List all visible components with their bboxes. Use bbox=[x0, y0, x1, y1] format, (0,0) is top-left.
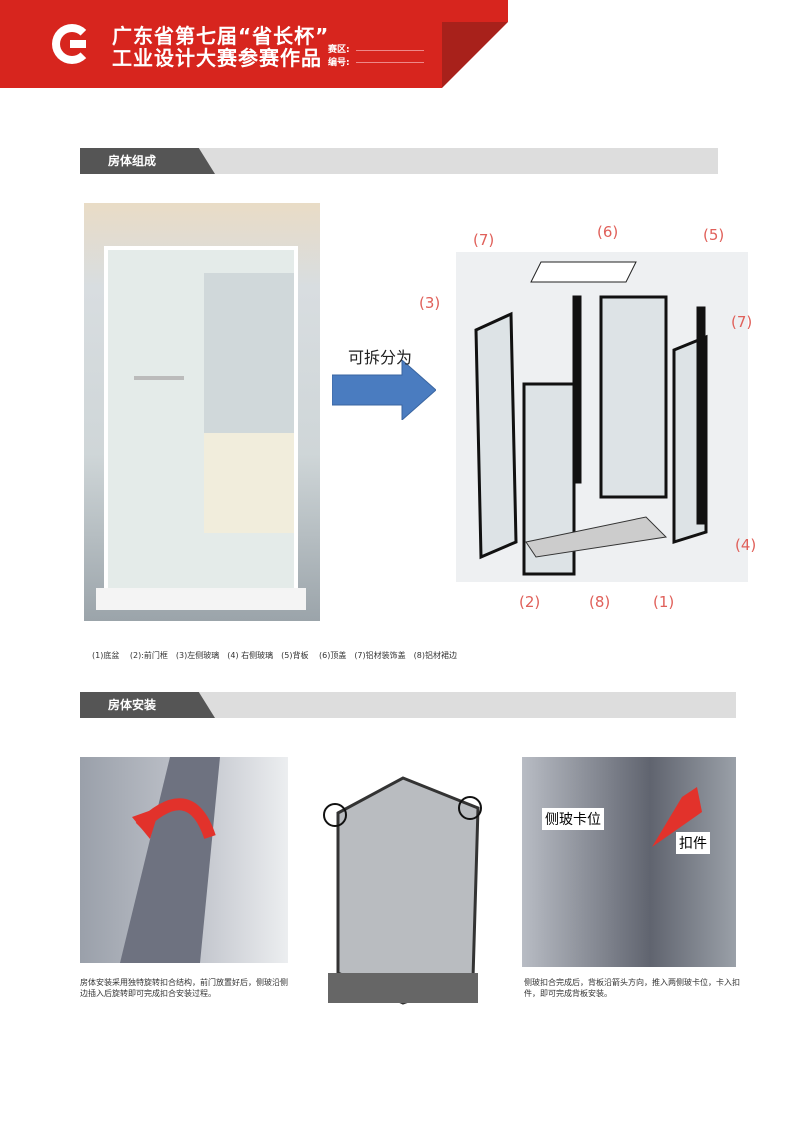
part-label-1: (1) bbox=[653, 593, 675, 611]
shower-room-photo bbox=[84, 203, 320, 621]
number-label: 编号: bbox=[328, 58, 350, 68]
region-line bbox=[356, 50, 424, 51]
section-header-installation: 房体安装 bbox=[80, 692, 736, 718]
part-label-5: (5) bbox=[703, 226, 725, 244]
exploded-view-diagram bbox=[456, 252, 748, 582]
caption-right: 侧玻扣合完成后，背板沿箭头方向，推入两侧玻卡位，卡入扣件，即可完成背板安装。 bbox=[524, 978, 740, 998]
part-label-7b: (7) bbox=[731, 313, 753, 331]
part-label-7a: (7) bbox=[473, 231, 495, 249]
number-line bbox=[356, 62, 424, 63]
arrow-label: 可拆分为 bbox=[348, 348, 413, 367]
part-label-8: (8) bbox=[589, 593, 611, 611]
part-label-4: (4) bbox=[735, 536, 757, 554]
profile-rotation-image bbox=[80, 757, 288, 963]
assembled-room-render bbox=[308, 768, 498, 1008]
part-label-6: (6) bbox=[597, 223, 619, 241]
callout-clip: 扣件 bbox=[676, 832, 710, 854]
caption-left: 房体安装采用独特旋转扣合结构，前门放置好后，侧玻沿侧边插入后旋转即可完成扣合安装… bbox=[80, 978, 288, 998]
arrow-split bbox=[331, 358, 437, 422]
callout-side-glass-slot: 侧玻卡位 bbox=[542, 808, 604, 830]
header-title-line2: 工业设计大赛参赛作品 bbox=[112, 46, 322, 70]
part-label-3: (3) bbox=[419, 294, 441, 312]
competition-logo bbox=[52, 24, 92, 64]
section-header-composition: 房体组成 bbox=[80, 148, 718, 174]
part-label-2: (2) bbox=[519, 593, 541, 611]
region-label: 赛区: bbox=[328, 45, 350, 55]
parts-legend: (1)底盆 (2):前门框 (3)左侧玻璃 (4) 右侧玻璃 (5)背板 (6)… bbox=[92, 651, 457, 660]
back-panel-install-image bbox=[522, 757, 736, 967]
header-title-line1: 广东省第七届“省长杯” bbox=[112, 24, 330, 48]
